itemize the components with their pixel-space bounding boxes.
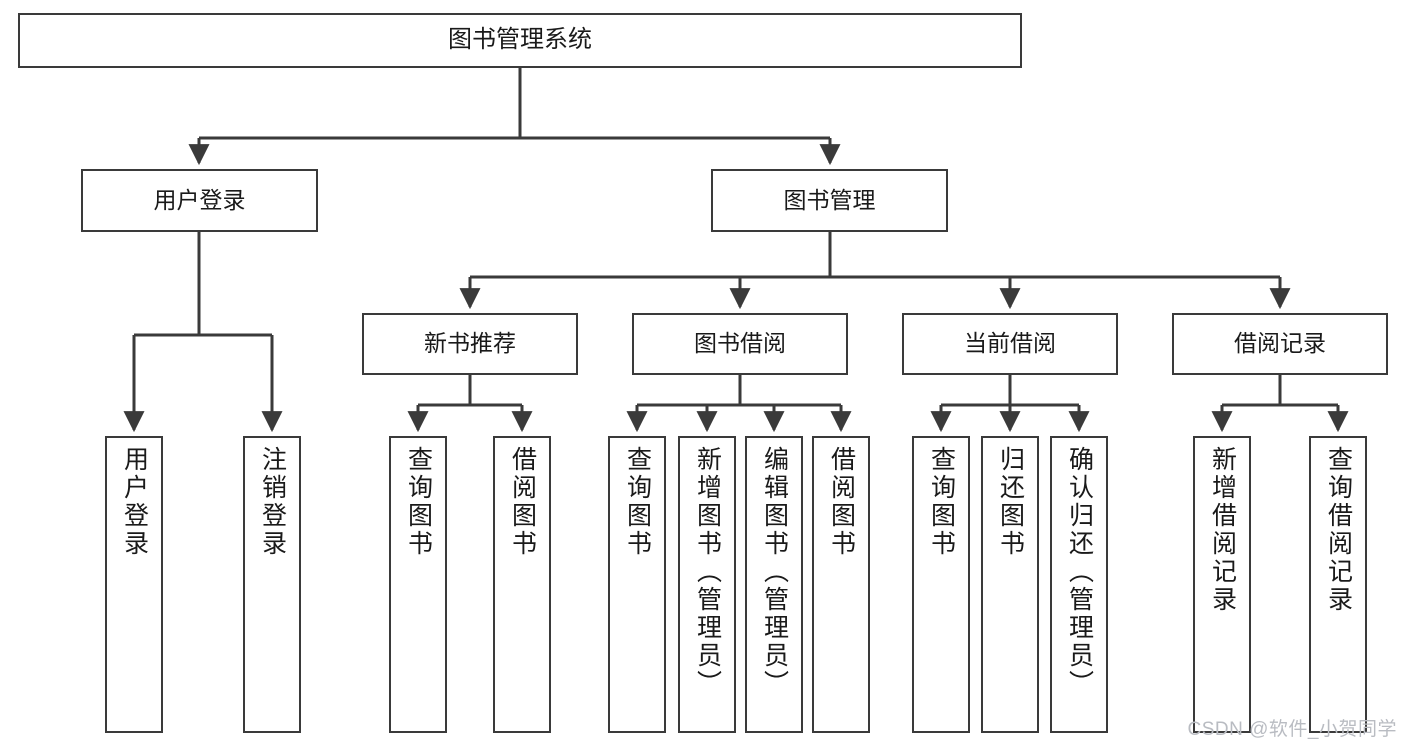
node-label: 确认归还（管理员） — [1065, 446, 1094, 698]
leaf-borrow-borrow-book[interactable]: 借阅图书 — [812, 436, 870, 733]
node-label: 查询借阅记录 — [1324, 446, 1353, 614]
node-label: 编辑图书（管理员） — [760, 446, 789, 698]
leaf-recommend-borrow-book[interactable]: 借阅图书 — [493, 436, 551, 733]
node-current-borrow[interactable]: 当前借阅 — [902, 313, 1118, 375]
leaf-user-login[interactable]: 用户登录 — [105, 436, 163, 733]
node-label: 查询图书 — [404, 446, 433, 558]
leaf-current-query-book[interactable]: 查询图书 — [912, 436, 970, 733]
leaf-current-confirm-return-admin[interactable]: 确认归还（管理员） — [1050, 436, 1108, 733]
leaf-current-return-book[interactable]: 归还图书 — [981, 436, 1039, 733]
node-label: 新增借阅记录 — [1208, 446, 1237, 614]
node-book-borrow[interactable]: 图书借阅 — [632, 313, 848, 375]
leaf-record-add-borrow-record[interactable]: 新增借阅记录 — [1193, 436, 1251, 733]
leaf-recommend-query-book[interactable]: 查询图书 — [389, 436, 447, 733]
leaf-borrow-query-book[interactable]: 查询图书 — [608, 436, 666, 733]
leaf-borrow-edit-book-admin[interactable]: 编辑图书（管理员） — [745, 436, 803, 733]
leaf-record-query-borrow-record[interactable]: 查询借阅记录 — [1309, 436, 1367, 733]
node-label: 注销登录 — [258, 446, 287, 558]
node-label: 图书借阅 — [694, 330, 786, 357]
node-new-book-recommend[interactable]: 新书推荐 — [362, 313, 578, 375]
node-label: 用户登录 — [153, 186, 246, 213]
node-root-system[interactable]: 图书管理系统 — [18, 13, 1022, 68]
node-label: 查询图书 — [927, 446, 956, 558]
node-user-login[interactable]: 用户登录 — [81, 169, 318, 232]
leaf-user-logout[interactable]: 注销登录 — [243, 436, 301, 733]
node-borrow-record[interactable]: 借阅记录 — [1172, 313, 1388, 375]
node-label: 归还图书 — [996, 446, 1025, 558]
node-label: 查询图书 — [623, 446, 652, 558]
node-label: 新增图书（管理员） — [693, 446, 722, 698]
node-label: 借阅图书 — [827, 446, 856, 558]
node-label: 图书管理系统 — [448, 26, 592, 54]
node-label: 新书推荐 — [424, 330, 516, 357]
node-label: 图书管理 — [783, 186, 876, 213]
watermark-text: CSDN @软件_小贺同学 — [1187, 719, 1397, 740]
node-label: 借阅图书 — [508, 446, 537, 558]
node-label: 借阅记录 — [1234, 330, 1326, 357]
node-book-management[interactable]: 图书管理 — [711, 169, 948, 232]
node-label: 当前借阅 — [964, 330, 1056, 357]
node-label: 用户登录 — [120, 446, 149, 558]
leaf-borrow-add-book-admin[interactable]: 新增图书（管理员） — [678, 436, 736, 733]
